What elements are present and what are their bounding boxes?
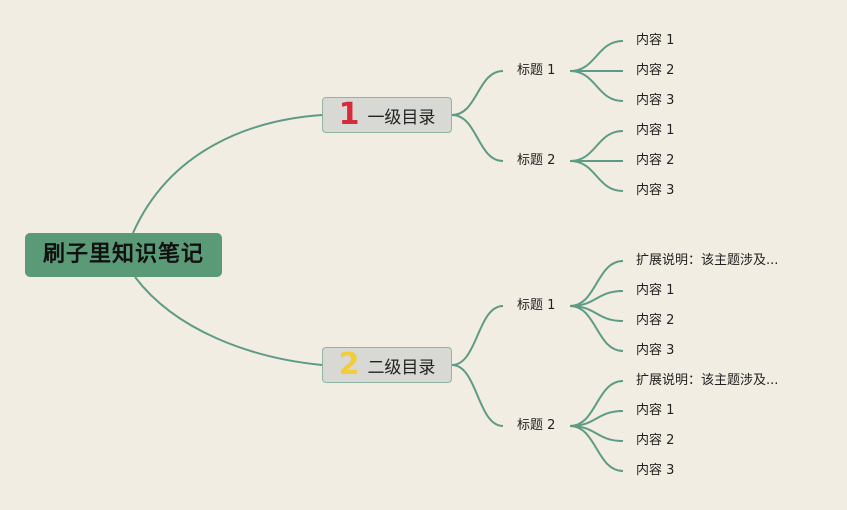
branch-number-2: 2 xyxy=(338,347,360,382)
topic-1-1[interactable]: 标题 1 xyxy=(517,63,556,78)
leaf-1-1-2[interactable]: 内容 2 xyxy=(636,63,675,78)
topic-1-2[interactable]: 标题 2 xyxy=(517,153,556,168)
branch-node-2[interactable]: 2 二级目录 xyxy=(322,347,452,383)
topic-2-2[interactable]: 标题 2 xyxy=(517,418,556,433)
link-topic-1-1-leaf-1 xyxy=(569,40,624,72)
leaf-2-2-1[interactable]: 扩展说明：该主题涉及... xyxy=(636,373,779,388)
leaf-2-1-4[interactable]: 内容 3 xyxy=(636,343,675,358)
link-branch-2-topic-1 xyxy=(451,305,504,366)
link-topic-2-1-leaf-4 xyxy=(569,305,624,352)
link-branch-1-topic-1 xyxy=(451,70,504,116)
topic-2-1[interactable]: 标题 1 xyxy=(517,298,556,313)
link-branch-2-topic-2 xyxy=(451,364,504,427)
branch-number-1: 1 xyxy=(338,97,360,132)
leaf-1-1-1[interactable]: 内容 1 xyxy=(636,33,675,48)
link-topic-1-2-leaf-1 xyxy=(569,130,624,162)
branch-label-1: 一级目录 xyxy=(367,107,436,128)
link-topic-2-2-leaf-4 xyxy=(569,425,624,472)
leaf-1-2-2[interactable]: 内容 2 xyxy=(636,153,675,168)
leaf-2-1-2[interactable]: 内容 1 xyxy=(636,283,675,298)
leaf-1-2-1[interactable]: 内容 1 xyxy=(636,123,675,138)
root-node[interactable]: 刷子里知识笔记 xyxy=(25,233,222,277)
leaf-2-1-3[interactable]: 内容 2 xyxy=(636,313,675,328)
leaf-1-2-3[interactable]: 内容 3 xyxy=(636,183,675,198)
link-root-branch-2 xyxy=(134,276,323,366)
leaf-2-2-2[interactable]: 内容 1 xyxy=(636,403,675,418)
link-root-branch-1 xyxy=(132,114,323,234)
branch-node-1[interactable]: 1 一级目录 xyxy=(322,97,452,133)
leaf-2-1-1[interactable]: 扩展说明：该主题涉及... xyxy=(636,253,779,268)
branch-label-2: 二级目录 xyxy=(367,357,436,378)
link-topic-1-2-leaf-3 xyxy=(569,160,624,192)
link-branch-1-topic-2 xyxy=(451,114,504,162)
leaf-2-2-3[interactable]: 内容 2 xyxy=(636,433,675,448)
leaf-1-1-3[interactable]: 内容 3 xyxy=(636,93,675,108)
link-topic-1-1-leaf-3 xyxy=(569,70,624,102)
leaf-2-2-4[interactable]: 内容 3 xyxy=(636,463,675,478)
